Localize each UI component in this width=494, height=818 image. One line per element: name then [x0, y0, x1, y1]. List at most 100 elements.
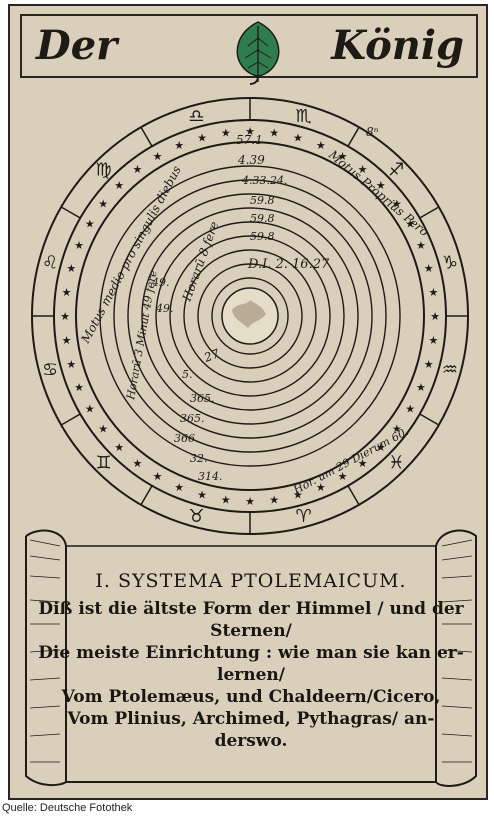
zodiac-sign-icon: ♌	[42, 252, 58, 273]
star-mark: ★	[62, 334, 72, 347]
star-mark: ★	[66, 358, 76, 371]
star-mark: ★	[416, 239, 426, 252]
zodiac-sign-icon: ♉	[188, 506, 204, 527]
sphere-circle	[75, 141, 425, 491]
zodiac-sign-icon: ♎	[188, 106, 204, 127]
star-mark: ★	[174, 481, 184, 494]
ptolemaic-system-diagram: ★★★★★★★★★★★★★★★★★★★★★★★★★★★★★★★★★★★★★★★★…	[31, 97, 469, 535]
star-mark: ★	[358, 163, 368, 176]
card-header: Der König	[20, 14, 478, 85]
star-mark: ★	[358, 457, 368, 470]
star-mark: ★	[114, 441, 124, 454]
sphere-circle	[183, 249, 317, 383]
label-49-b: 49.	[155, 302, 174, 315]
zodiac-sign-icon: ♈	[296, 506, 312, 527]
star-mark: ★	[245, 125, 255, 138]
star-mark: ★	[269, 127, 279, 140]
label-59-8-b: 59.8	[250, 212, 275, 225]
caption-line-1: Diß ist die ältste Form der Himmel / und…	[38, 599, 464, 619]
star-mark: ★	[197, 489, 207, 502]
zodiac-sign-icon: ♐	[388, 160, 404, 181]
zodiac-divider	[347, 485, 360, 506]
label-59-8-c: 59.8	[250, 230, 275, 243]
sphere-circle	[197, 263, 303, 369]
label-5: 5.	[182, 368, 193, 381]
label-horaru-8-fere: Horarū 8 fere	[179, 220, 221, 304]
sphere-circle	[155, 221, 345, 411]
zodiac-sign-icon: ♊	[96, 452, 112, 473]
zodiac-divider	[140, 485, 153, 506]
caption-scroll: I. SYSTEMA PTOLEMAICUM. Diß ist die älts…	[20, 526, 482, 794]
playing-card: Der König ★★★★★★★★★★★★★★★★★★★★★★★★★★★★★★…	[8, 4, 488, 800]
label-4-39: 4.39	[237, 153, 265, 167]
label-59-8-a: 59.8	[250, 194, 275, 207]
star-ring: ★★★★★★★★★★★★★★★★★★★★★★★★★★★★★★★★★★★★★★★★…	[60, 125, 440, 508]
star-mark: ★	[245, 495, 255, 508]
label-32: 32.	[190, 452, 208, 465]
caption-line-4: lernen/	[217, 665, 285, 685]
star-mark: ★	[74, 381, 84, 394]
star-mark: ★	[428, 286, 438, 299]
label-motus-proprius: Motus Proprius Pero	[325, 147, 431, 239]
zodiac-divider	[60, 206, 81, 219]
star-mark: ★	[85, 403, 95, 416]
label-49-a: 49.	[151, 276, 170, 289]
star-mark: ★	[316, 139, 326, 152]
earth-globe	[221, 287, 279, 345]
star-mark: ★	[153, 150, 163, 163]
zodiac-divider	[419, 206, 440, 219]
caption-line-6: Vom Plinius, Archimed, Pythagras/ an-	[67, 709, 435, 729]
zodiac-sign-icon: ♑	[442, 252, 458, 273]
zodiac-sign-icon: ♓	[388, 452, 404, 473]
label-314: 314.	[198, 470, 223, 483]
star-mark: ★	[428, 334, 438, 347]
star-mark: ★	[338, 470, 348, 483]
star-mark: ★	[98, 197, 108, 210]
star-mark: ★	[62, 286, 72, 299]
star-mark: ★	[338, 150, 348, 163]
star-mark: ★	[424, 262, 434, 275]
star-mark: ★	[392, 423, 402, 436]
star-mark: ★	[221, 493, 231, 506]
star-mark: ★	[98, 423, 108, 436]
zodiac-divider	[60, 413, 81, 426]
label-365-b: 365.	[180, 412, 205, 425]
star-mark: ★	[293, 489, 303, 502]
sphere-circle	[113, 179, 387, 453]
caption-line-5: Vom Ptolemæus, und Chaldeern/Cicero,	[61, 687, 441, 707]
sphere-circle	[99, 165, 401, 467]
star-mark: ★	[153, 470, 163, 483]
label-366: 366.	[174, 432, 199, 445]
zodiac-divider	[419, 413, 440, 426]
zodiac-sign-icon: ♋	[42, 360, 58, 381]
sphere-circle	[141, 207, 359, 425]
star-mark: ★	[74, 239, 84, 252]
caption-line-7: derswo.	[214, 731, 288, 751]
star-mark: ★	[60, 310, 70, 323]
star-mark: ★	[424, 358, 434, 371]
star-mark: ★	[85, 218, 95, 231]
star-mark: ★	[293, 131, 303, 144]
star-mark: ★	[221, 127, 231, 140]
star-mark: ★	[376, 179, 386, 192]
label-365-a: 365.	[190, 392, 215, 405]
star-mark: ★	[405, 218, 415, 231]
star-mark: ★	[316, 481, 326, 494]
star-mark: ★	[376, 441, 386, 454]
scroll-banner-shape	[25, 529, 477, 787]
label-motus-medio: Motus medio pro singulis diebus	[78, 164, 184, 347]
zodiac-sign-icon: ♒	[442, 360, 458, 381]
caption-line-2: Sternen/	[210, 621, 292, 641]
title-der: Der	[36, 22, 118, 69]
sphere-circle	[211, 277, 289, 355]
leaf-suit-icon	[236, 21, 280, 85]
label-57-1: 57.1	[236, 133, 263, 147]
sphere-circle	[169, 235, 331, 397]
star-mark: ★	[174, 139, 184, 152]
sphere-circle	[127, 193, 373, 439]
zodiac-sign-icon: ♍	[96, 160, 112, 181]
star-mark: ★	[197, 131, 207, 144]
zodiac-divider	[140, 126, 153, 147]
image-source-credit: Quelle: Deutsche Fotothek	[2, 802, 133, 814]
star-mark: ★	[66, 262, 76, 275]
